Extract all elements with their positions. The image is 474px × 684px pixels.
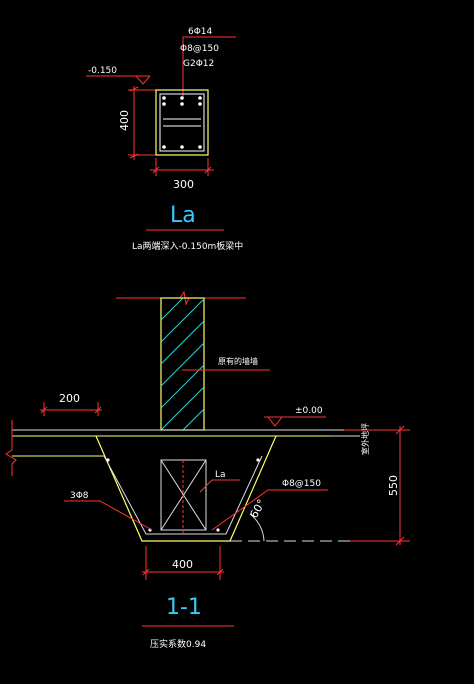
outdoor-ground-label: 室外地坪 bbox=[360, 423, 370, 455]
depth-label: 550 bbox=[387, 475, 400, 496]
beam-height-label: 400 bbox=[118, 110, 131, 131]
trench-outline bbox=[95, 435, 277, 542]
beam-label-leader bbox=[199, 479, 240, 493]
beam-title: La bbox=[170, 203, 196, 228]
bottom-width-label: 400 bbox=[172, 558, 193, 571]
trench-stirrup-leader bbox=[211, 489, 328, 531]
beam-section: 6Φ14 Φ8@150 G2Φ12 -0.150 400 300 La La两端… bbox=[86, 27, 243, 252]
wall-label: 原有的墙墙 bbox=[218, 356, 258, 366]
wall-hatch bbox=[161, 298, 204, 430]
beam-rebar-dots bbox=[162, 96, 202, 149]
beam-outline bbox=[155, 89, 209, 156]
bottom-width-dimension bbox=[142, 546, 224, 580]
section-title: 1-1 bbox=[166, 595, 202, 620]
trench-rebar-dots bbox=[106, 458, 260, 532]
beam-width-dimension bbox=[150, 158, 214, 176]
side-bars-label: G2Φ12 bbox=[183, 59, 214, 69]
beam-elevation-label: -0.150 bbox=[88, 66, 117, 76]
stirrup-label: Φ8@150 bbox=[180, 44, 219, 54]
foundation-section: 原有的墙墙 200 ±0.00 室外地坪 La 3Φ8 bbox=[5, 290, 410, 650]
trench-beam-label: La bbox=[215, 470, 226, 480]
beam-note: La两端深入-0.150m板梁中 bbox=[132, 240, 243, 252]
trench-stirrup-label: Φ8@150 bbox=[282, 479, 321, 489]
rebar-leader-line bbox=[182, 36, 236, 98]
beam-height-dimension bbox=[128, 86, 156, 160]
beam-width-label: 300 bbox=[173, 178, 194, 191]
trench-inner-outline bbox=[103, 455, 263, 535]
top-width-dimension bbox=[40, 402, 102, 416]
section-note: 压实系数0.94 bbox=[150, 638, 206, 650]
left-break-line bbox=[5, 420, 17, 476]
beam-stirrup bbox=[159, 93, 205, 152]
angle-label: 60° bbox=[247, 497, 268, 520]
depth-dimension bbox=[344, 425, 410, 546]
ground-elevation-marker bbox=[264, 416, 326, 427]
rebar-top-label: 6Φ14 bbox=[188, 27, 213, 37]
angle-arc bbox=[249, 513, 265, 542]
beam-elevation-marker bbox=[86, 75, 151, 85]
ground-elevation-label: ±0.00 bbox=[295, 406, 323, 416]
rebar-count-label: 3Φ8 bbox=[70, 491, 89, 501]
top-width-label: 200 bbox=[59, 392, 80, 405]
rebar-count-leader bbox=[64, 500, 153, 531]
